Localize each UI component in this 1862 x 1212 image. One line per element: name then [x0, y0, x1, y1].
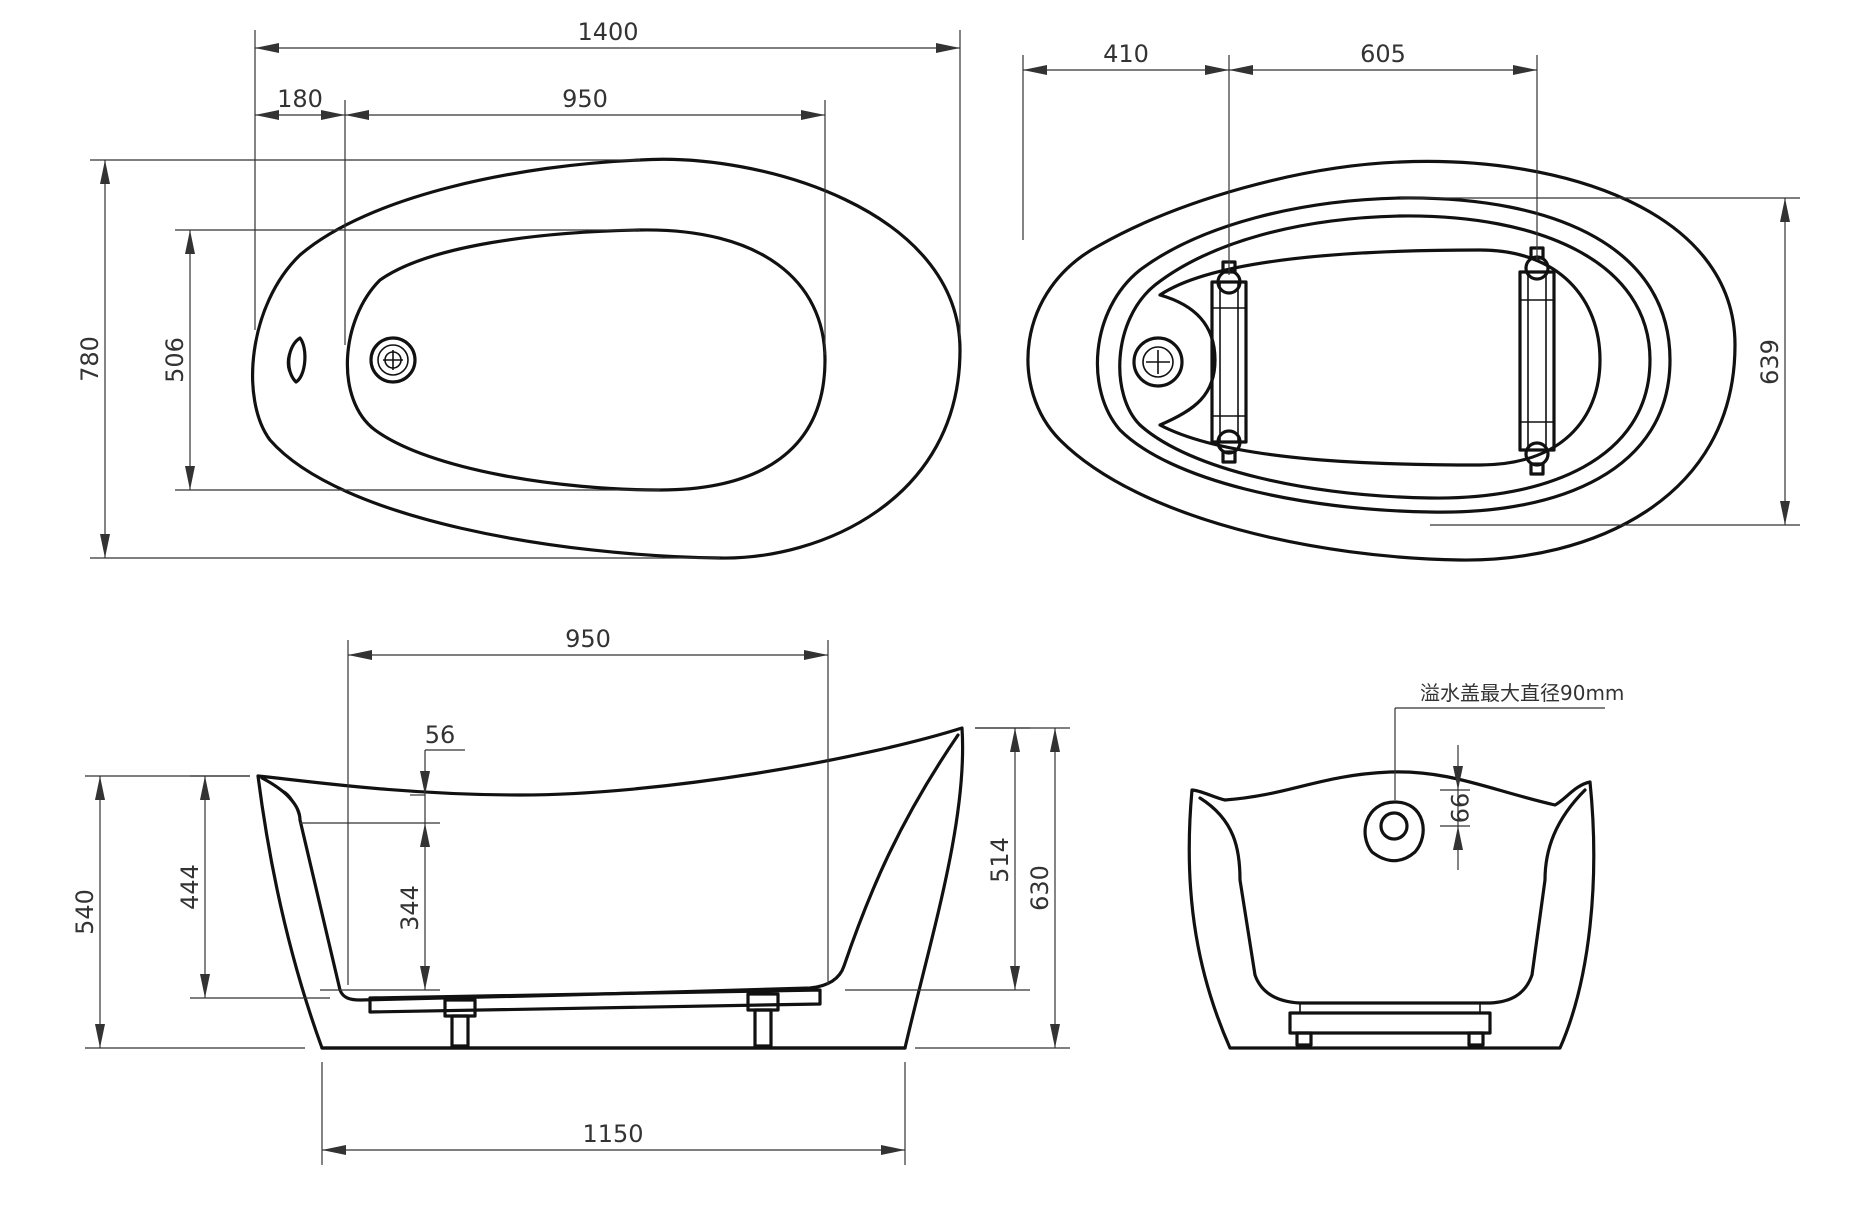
- dim-inner-depth: 444: [176, 775, 330, 999]
- dim-label-basin-length: 950: [562, 85, 608, 113]
- bottom-view-base: [1118, 214, 1652, 500]
- dim-label-base-length: 1150: [582, 1120, 643, 1148]
- dim-base-length: 1150: [321, 1062, 906, 1165]
- dim-rim-width: 639: [1400, 197, 1800, 526]
- side-view-outer-shell: [256, 726, 965, 1050]
- bottom-drain-icon: [1132, 336, 1184, 388]
- dim-label-overall-height-high: 630: [1026, 865, 1054, 911]
- bottom-view-platform: [1158, 248, 1602, 467]
- top-view-outer-rim: [251, 157, 962, 560]
- side-view-headrest: [281, 789, 301, 821]
- overflow-slot-icon: [286, 336, 307, 384]
- bottom-view-inner-rim: [1095, 196, 1672, 514]
- dim-end-overflow-offset: 99: [1440, 745, 1473, 870]
- dim-overall-height-high: 630: [915, 727, 1070, 1049]
- overflow-cover-icon: [1363, 800, 1425, 863]
- overflow-note: 溢水盖最大直径90mm: [1420, 681, 1624, 705]
- dim-label-basin-width: 506: [161, 337, 189, 383]
- dim-overflow: 56 344: [300, 721, 465, 991]
- dim-overall-length: 1400: [254, 18, 961, 340]
- dim-leg-positions: 410 605: [1022, 40, 1538, 275]
- leg-icon: [443, 992, 780, 1048]
- leg-bracket-left: [1210, 260, 1248, 464]
- dim-label-rim-width: 639: [1756, 339, 1784, 385]
- dim-overall-height-low: 540: [71, 775, 305, 1049]
- dim-overall-width: 780: [76, 159, 720, 559]
- top-view: 1400 180 950 780: [76, 18, 962, 560]
- end-view-base: [1288, 1002, 1492, 1047]
- side-view: 950 56 344 540: [71, 625, 1070, 1165]
- dim-head-and-basin: 180 950: [255, 85, 826, 355]
- dim-label-end-overflow-offset: 99: [1445, 793, 1473, 824]
- leg-bracket-right: [1518, 246, 1556, 476]
- dim-side-basin-length: 950: [347, 625, 829, 985]
- dim-label-head-offset: 180: [277, 85, 323, 113]
- end-view-inner-basin: [1198, 788, 1587, 1005]
- dim-label-overflow-offset: 56: [425, 721, 456, 749]
- side-view-bottom-plate: [368, 988, 822, 1014]
- dim-label-leg-spacing: 605: [1360, 40, 1406, 68]
- bottom-view-outer-rim: [1026, 159, 1737, 562]
- dim-label-overflow-height: 344: [396, 885, 424, 931]
- dim-label-side-basin-length: 950: [565, 625, 611, 653]
- end-view: 溢水盖最大直径90mm 99: [1187, 681, 1624, 1050]
- dim-inner-depth-high: 514: [845, 727, 1030, 991]
- dim-label-overall-length: 1400: [577, 18, 638, 46]
- dim-label-inner-depth-high: 514: [986, 837, 1014, 883]
- drain-icon: [369, 336, 417, 384]
- side-view-inner-basin: [260, 733, 960, 1002]
- dim-label-overall-width: 780: [76, 336, 104, 382]
- dim-label-leg-offset: 410: [1103, 40, 1149, 68]
- overflow-note-callout: 溢水盖最大直径90mm: [1394, 681, 1624, 800]
- dim-label-inner-depth: 444: [176, 864, 204, 910]
- top-view-basin: [345, 228, 827, 492]
- bottom-view: 410 605 639: [1022, 40, 1800, 562]
- dim-label-overall-height-low: 540: [71, 889, 99, 935]
- dim-basin-width: 506: [161, 229, 660, 491]
